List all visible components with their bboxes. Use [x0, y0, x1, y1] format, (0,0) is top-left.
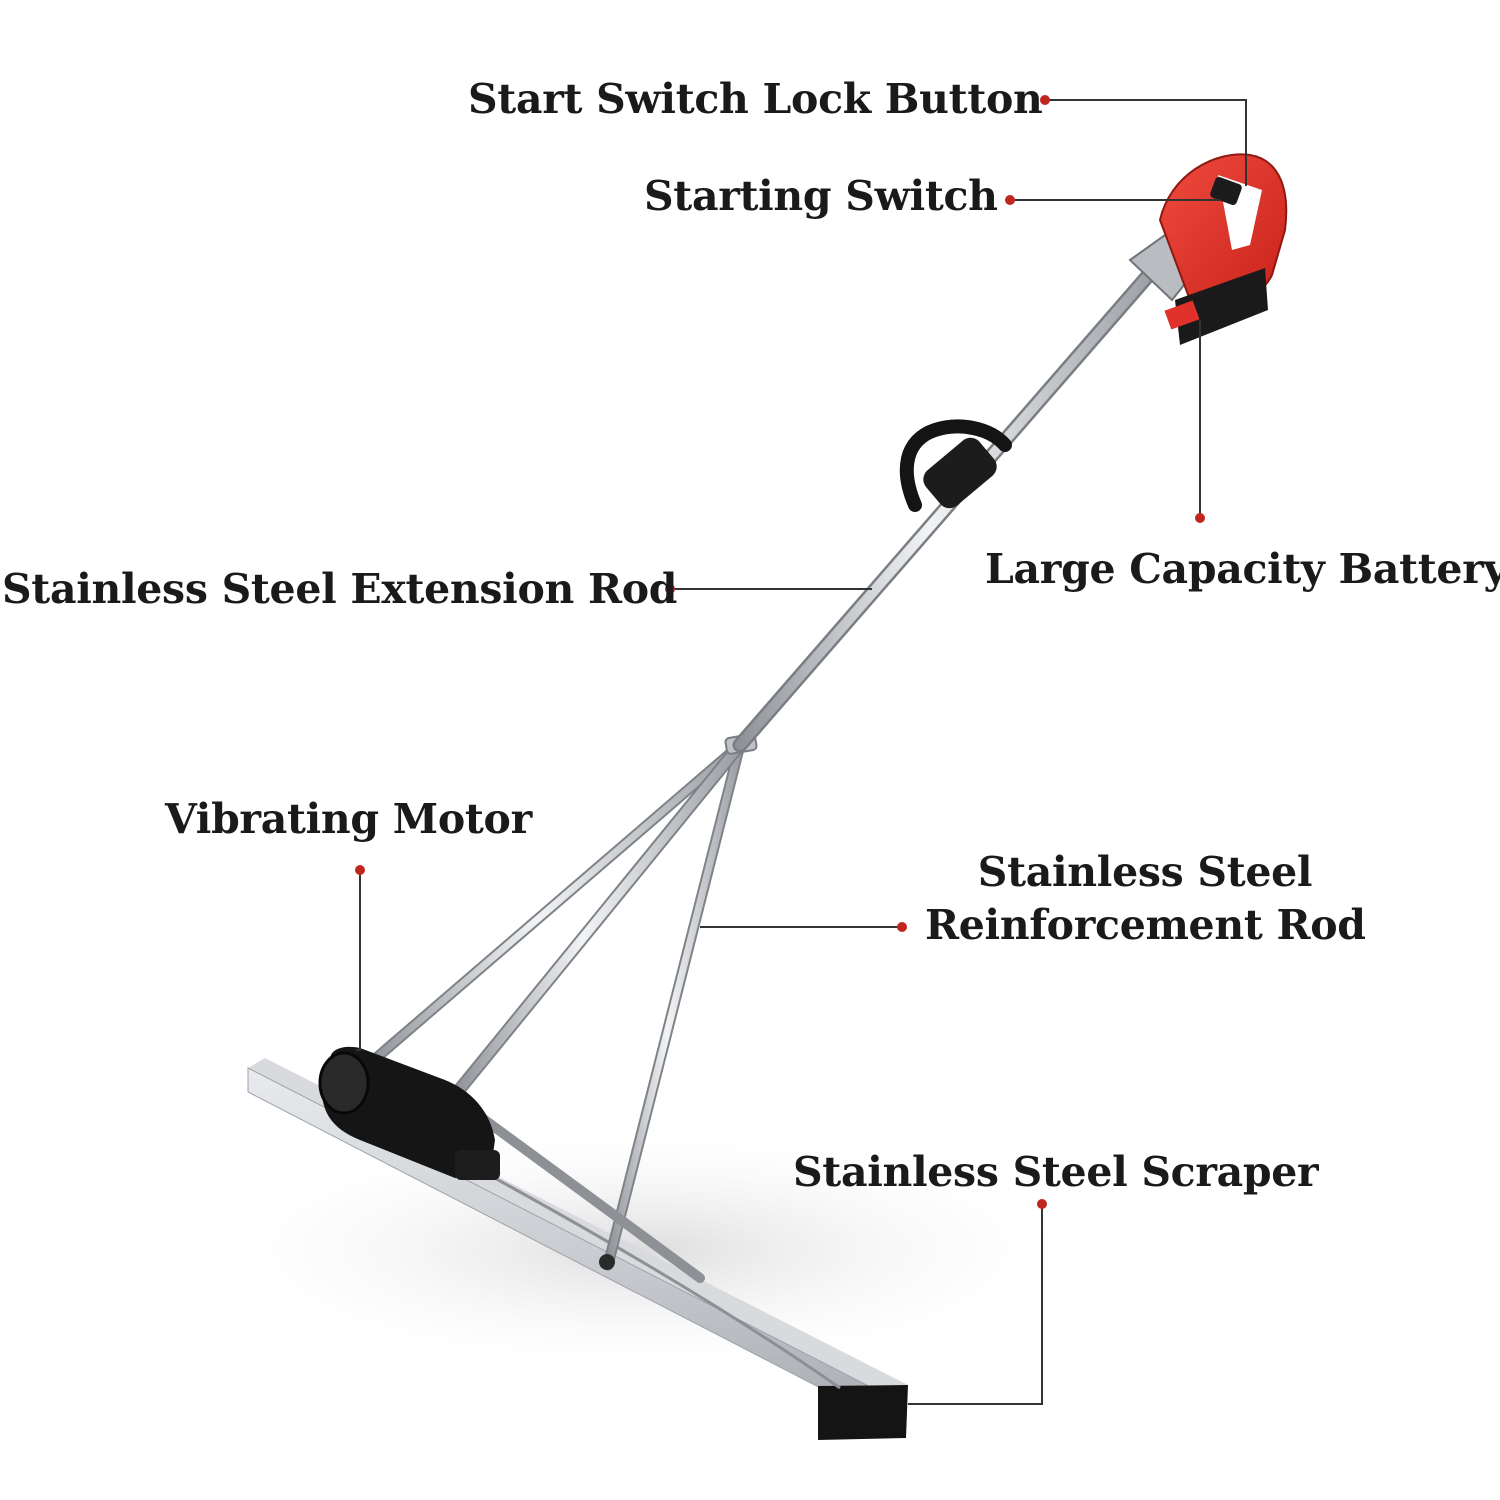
dot-vibrating-motor — [355, 865, 365, 875]
reinforcement-rods — [362, 733, 758, 1283]
dot-reinforcement-rod — [897, 922, 907, 932]
label-reinforcement-rod-line2: Reinforcement Rod — [925, 901, 1366, 950]
label-reinforcement-rod-line1: Stainless Steel — [977, 848, 1313, 896]
dot-large-capacity-battery — [1195, 513, 1205, 523]
dot-starting-switch — [1005, 195, 1015, 205]
label-reinforcement-rod: Stainless Steel Reinforcement Rod — [925, 846, 1366, 953]
power-head — [1128, 153, 1288, 345]
label-starting-switch: Starting Switch — [644, 172, 998, 220]
dot-start-switch-lock-button — [1040, 95, 1050, 105]
label-large-capacity-battery: Large Capacity Battery — [985, 545, 1500, 593]
dot-scraper — [1037, 1199, 1047, 1209]
callout-dots — [355, 95, 1205, 1209]
dot-extension-rod — [665, 584, 675, 594]
leader-lines — [356, 99, 1247, 1405]
label-vibrating-motor: Vibrating Motor — [165, 795, 532, 843]
d-handle — [899, 419, 1012, 512]
label-scraper: Stainless Steel Scraper — [793, 1148, 1319, 1196]
label-extension-rod: Stainless Steel Extension Rod — [2, 565, 678, 613]
vibrating-motor — [318, 1046, 500, 1180]
label-start-switch-lock-button: Start Switch Lock Button — [468, 75, 1043, 123]
